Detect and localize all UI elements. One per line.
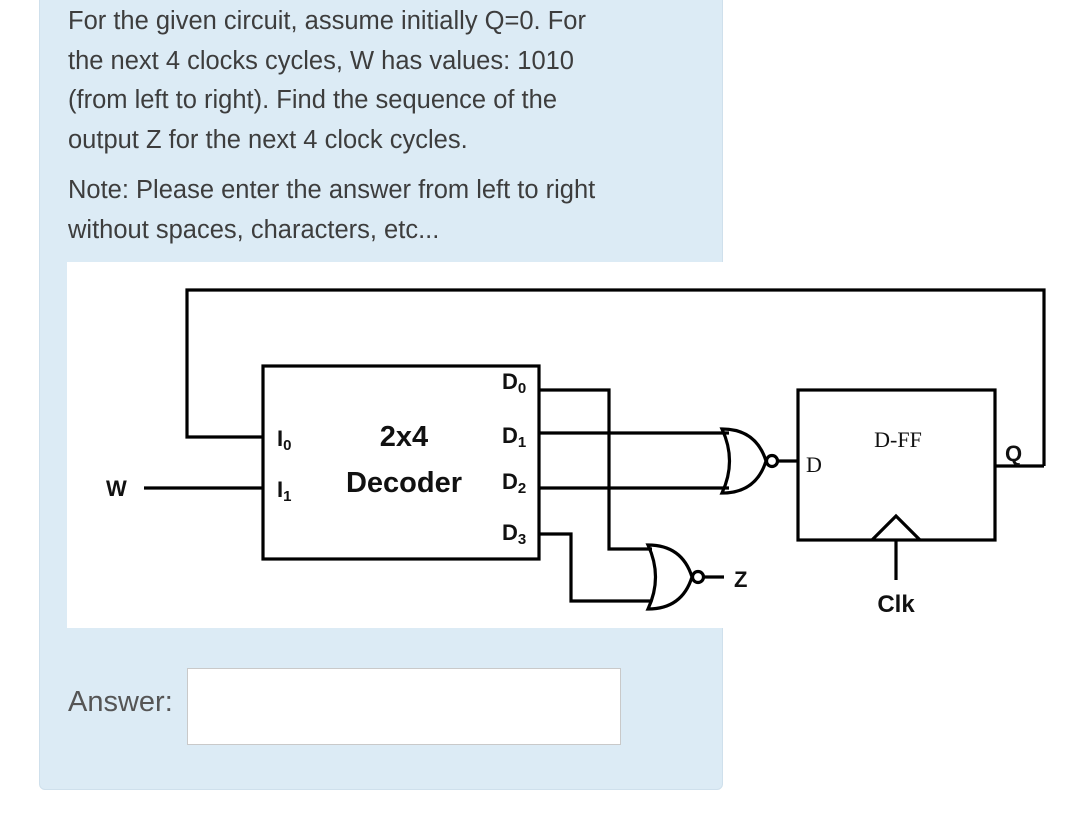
decoder-subtitle: Decoder [346,467,462,499]
i0-sub: 0 [283,437,291,454]
nor-gate-d [719,427,768,495]
diagram-background [67,262,1080,628]
note-line: Note: Please enter the answer from left … [68,176,596,204]
decoder-output-d0: D0 [502,369,526,397]
circuit-diagram: 2x4 Decoder I0 I1 D0 D1 D2 D3 W Z D-FF D… [67,262,1080,628]
d0-letter: D [502,369,518,394]
d0-sub: 0 [518,380,526,397]
decoder-input-i1: I1 [277,477,291,505]
answer-label: Answer: [68,686,173,718]
note-line: without spaces, characters, etc... [68,215,440,244]
clock-label: Clk [877,591,915,618]
d3-letter: D [502,520,518,545]
nor-gate-z [645,543,694,611]
nor-bubble-z [690,569,706,585]
question-line: output Z for the next 4 clock cycles. [68,125,468,154]
decoder-output-d1: D1 [502,423,526,451]
decoder-output-d3: D3 [502,520,526,548]
i0-letter: I [277,426,283,451]
note-text: Note: Please enter the answer from left … [68,171,688,250]
question-line: (from left to right). Find the sequence … [68,86,557,114]
question-line: the next 4 clocks cycles, W has values: … [68,46,574,75]
d1-sub: 1 [518,434,526,451]
i1-sub: 1 [283,488,291,505]
question-line: For the given circuit, assume initially … [68,7,586,35]
decoder-title: 2x4 [380,421,428,453]
feedback-wire [185,288,1046,466]
d0-wire [539,388,652,551]
decoder-output-d2: D2 [502,469,526,497]
dff-q-label: Q [1005,441,1022,466]
w-label: W [106,476,127,501]
d3-sub: 3 [518,531,526,548]
answer-input[interactable] [187,668,621,745]
question-text: For the given circuit, assume initially … [68,2,688,160]
i1-letter: I [277,477,283,502]
d2-sub: 2 [518,480,526,497]
d2-letter: D [502,469,518,494]
nor-bubble-d [764,453,780,469]
z-label: Z [734,567,747,592]
dff-d-label: D [806,452,822,477]
circuit-svg: 2x4 Decoder I0 I1 D0 D1 D2 D3 W Z D-FF D… [67,262,1080,628]
decoder-box [261,364,541,561]
clock-triangle [870,513,922,542]
d3-wire [539,532,652,603]
decoder-input-i0: I0 [277,426,291,454]
dff-title: D-FF [874,427,922,452]
d1-letter: D [502,423,518,448]
